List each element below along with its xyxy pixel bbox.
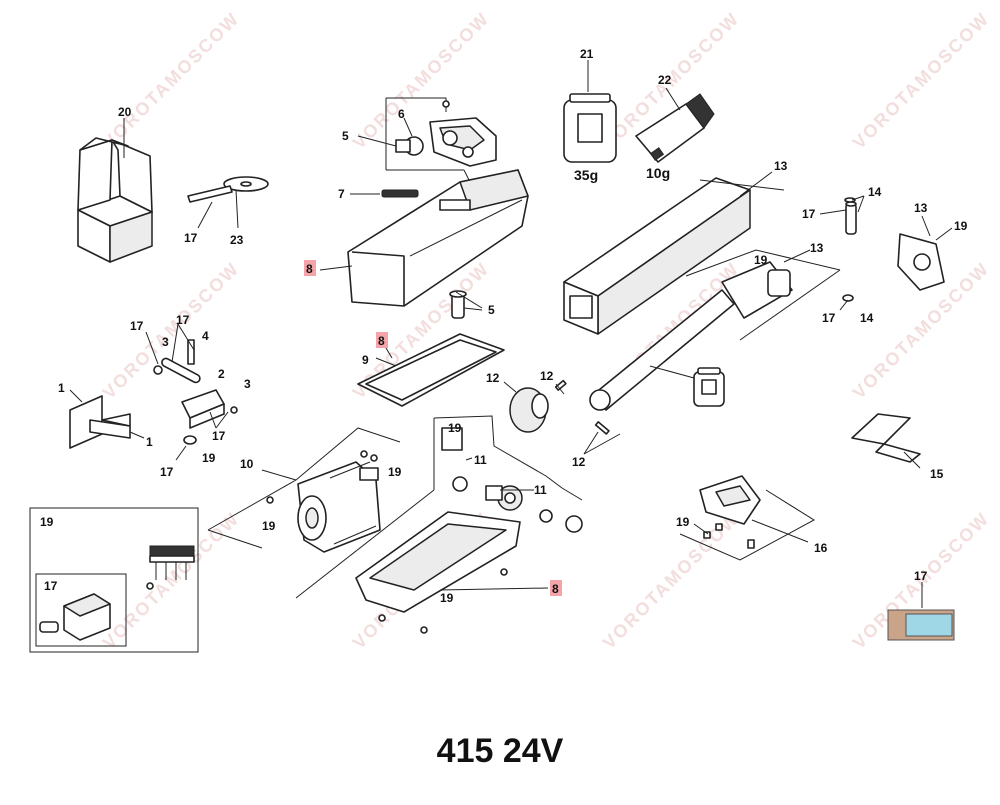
label-8-highlight: 8 [552,582,559,596]
label: 19 [676,515,690,529]
part-2-bracket [145,323,238,429]
label: 17 [184,231,198,245]
label: 19 [40,515,54,529]
label: 6 [398,107,405,121]
part-labels: 20 17 23 6 5 7 8 5 8 9 1 1 17 17 3 4 2 3… [40,47,968,605]
label: 23 [230,233,244,247]
grease-jar-weight: 35g [574,167,598,183]
label: 2 [218,367,225,381]
part-8-cover [319,169,529,307]
label: 10 [240,457,254,471]
label: 20 [118,105,132,119]
part-17-swatch [887,582,955,641]
label: 17 [130,319,144,333]
watermark-text: VOROTAMOSCOW [99,8,244,153]
part-8-base [295,415,583,634]
part-6-pulley [395,117,424,156]
label: 12 [486,371,500,385]
part-20-box [77,118,153,263]
label: 12 [540,369,554,383]
label: 19 [448,421,462,435]
label-8-highlight: 8 [306,262,313,276]
label: 17 [212,429,226,443]
model-title: 415 24V [436,732,564,770]
part-13-end-bracket [897,215,953,291]
label: 22 [658,73,672,87]
part-13-profile [563,171,785,335]
label: 9 [362,353,369,367]
label: 11 [534,483,547,497]
label: 14 [860,311,874,325]
junction-box [39,593,111,641]
highlight-8 [304,260,316,276]
label: 19 [202,451,216,465]
part-19-kit-box [29,507,199,653]
part-12-crown-gear [503,379,621,455]
part-13-actuator [589,249,841,411]
part-11-gears [441,427,583,533]
label: 7 [338,187,345,201]
highlight-8 [376,332,388,348]
grease-tube-weight: 10g [646,165,670,181]
watermark-text: VOROTAMOSCOW [99,258,244,403]
label: 21 [580,47,594,61]
part-9-gasket [357,333,505,407]
watermark-text: VOROTAMOSCOW [99,508,244,653]
part-23-gasket [187,176,269,229]
label: 14 [868,185,882,199]
part-21-grease-jar [563,60,617,163]
label: 3 [244,377,251,391]
label: 19 [440,591,454,605]
label: 17 [160,465,174,479]
part-5-pin [449,290,483,319]
label: 13 [774,159,788,173]
part-15-bracket [851,413,921,469]
part-7-chain [350,189,419,198]
label: 1 [58,381,65,395]
label: 12 [572,455,586,469]
label: 16 [814,541,828,555]
label: 13 [810,241,824,255]
part-5-6-frame [357,97,497,183]
label: 17 [802,207,816,221]
part-10-motor [207,427,401,553]
label: 17 [44,579,58,593]
label: 4 [202,329,209,343]
part-14-pins [819,195,865,311]
part-19-nut [175,435,197,461]
label: 5 [342,129,349,143]
label: 1 [146,435,153,449]
label: 19 [388,465,402,479]
label: 15 [930,467,944,481]
label: 17 [914,569,928,583]
label: 17 [822,311,836,325]
part-1-bracket [69,389,145,449]
label: 19 [754,253,768,267]
label: 13 [914,201,928,215]
label: 19 [262,519,276,533]
watermark-layer: VOROTAMOSCOW VOROTAMOSCOW VOROTAMOSCOW V… [99,8,994,653]
terminal-block [146,545,195,590]
watermark-text: VOROTAMOSCOW [849,8,994,153]
part-16-frame [679,475,815,561]
label: 11 [474,453,487,467]
label-8-highlight: 8 [378,334,385,348]
part-21-small-jar [649,365,725,407]
highlight-8 [550,580,562,596]
part-22-grease-tube [635,87,715,163]
label: 5 [488,303,495,317]
label: 19 [954,219,968,233]
label: 17 [176,313,190,327]
label: 3 [162,335,169,349]
